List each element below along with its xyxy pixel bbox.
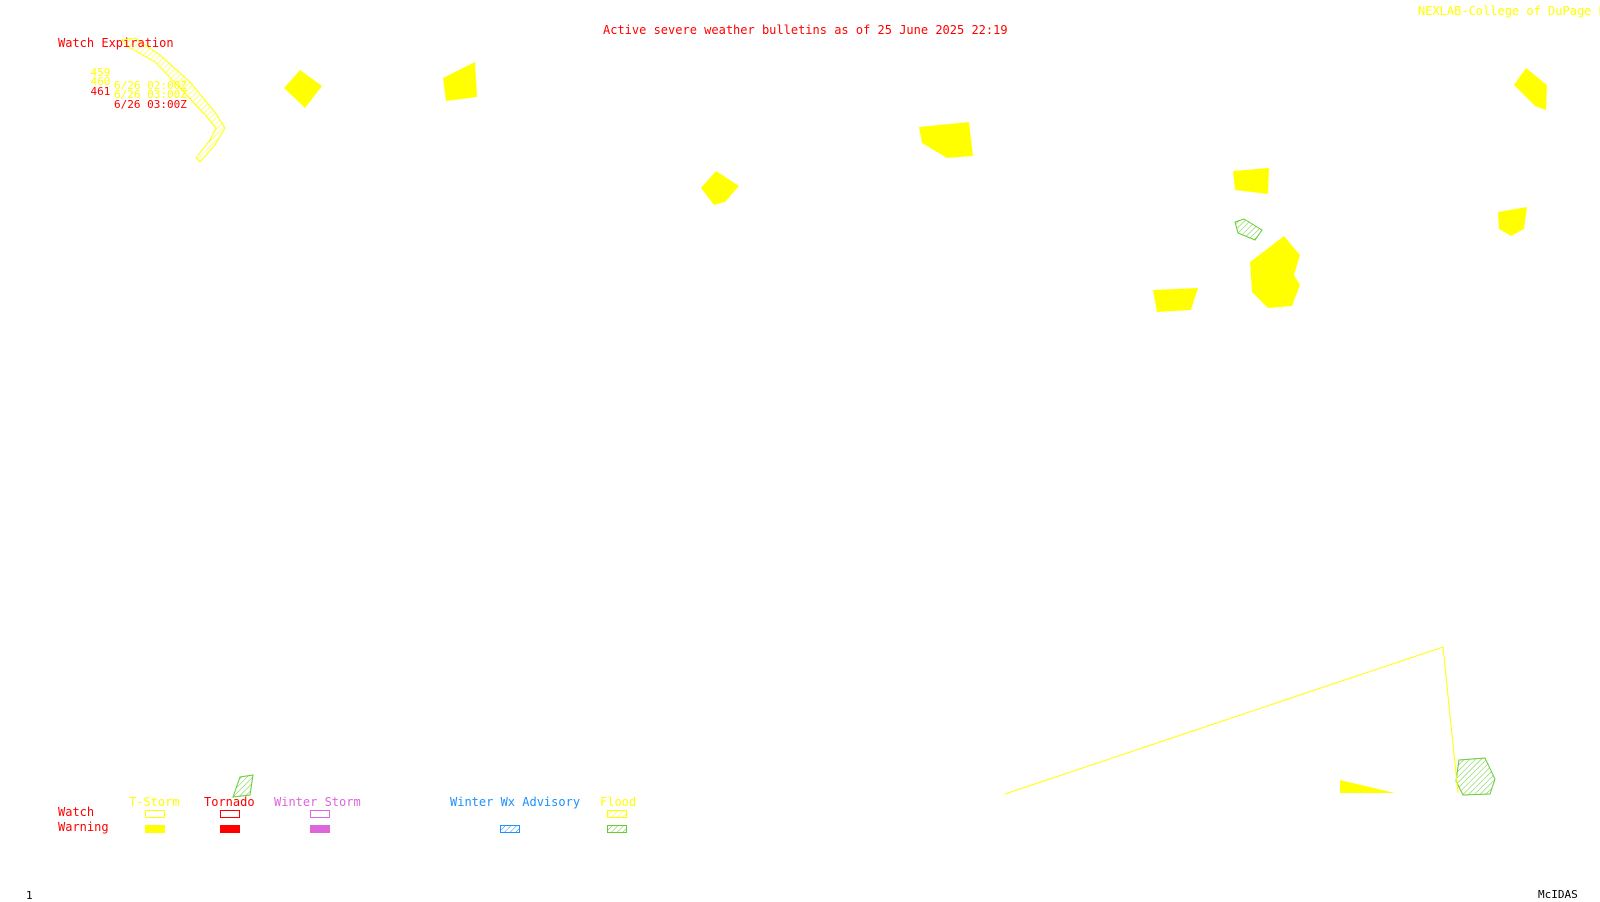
tstorm-warning-polygon — [443, 62, 477, 101]
watch-row: 461 6/26 03:00Z — [64, 72, 187, 124]
tstorm-warning-polygon — [701, 171, 739, 205]
watch-row: 459 6/26 02:00Z — [64, 53, 187, 105]
tstorm-watch-outline — [1004, 646, 1459, 795]
watch-id: 460 — [90, 75, 111, 88]
watch-id: 461 — [90, 85, 111, 98]
tstorm-warning-polygon — [1498, 207, 1527, 236]
bulletin-title: Active severe weather bulletins as of 25… — [603, 23, 1008, 37]
watch-time: 6/26 02:00Z — [114, 79, 187, 92]
legend-swatch-tornado-warning — [220, 825, 240, 833]
tstorm-warning-polygon — [284, 70, 322, 108]
tstorm-warning-polygon — [919, 122, 973, 158]
legend-row-label-watch: Watch — [58, 805, 95, 819]
legend-label-tornado: Tornado — [204, 795, 255, 809]
legend-label-winter-wx-advisory: Winter Wx Advisory — [450, 795, 581, 809]
legend-swatch-tornado-watch — [220, 810, 240, 818]
watch-id: 459 — [90, 66, 111, 79]
legend-label-winter-storm: Winter Storm — [274, 795, 361, 809]
credit-label: NEXLAB-College of DuPage R — [1418, 4, 1600, 18]
tstorm-warning-polygon — [1233, 168, 1269, 194]
legend-swatch-winter-storm-watch — [310, 810, 330, 818]
flood-warning-polygon — [1455, 757, 1496, 796]
watch-time: 6/26 03:00Z — [114, 98, 187, 111]
tstorm-warning-polygon — [1153, 288, 1198, 312]
flood-warning-polygon — [232, 774, 254, 798]
tstorm-warning-polygon — [1340, 780, 1395, 793]
tstorm-warning-polygon — [1514, 68, 1547, 110]
legend-swatch-flood-warning — [607, 825, 627, 833]
watch-expiration-heading: Watch Expiration — [58, 36, 174, 50]
legend-label-flood: Flood — [600, 795, 637, 809]
frame-number: 1 — [26, 889, 33, 902]
legend-row-label-warning: Warning — [58, 820, 109, 834]
watch-row: 460 6/26 03:00Z — [64, 62, 187, 114]
tstorm-warning-polygon — [1250, 236, 1300, 308]
legend-swatch-winter-wx-advisory — [500, 825, 520, 833]
legend-swatch-winter-storm-warning — [310, 825, 330, 833]
flood-warning-polygon — [1234, 218, 1263, 241]
legend-swatch-tstorm-warning — [145, 825, 165, 833]
flood-watch-area-northwest — [120, 37, 226, 163]
watch-time: 6/26 03:00Z — [114, 88, 187, 101]
legend-label-tstorm: T-Storm — [129, 795, 180, 809]
legend-swatch-flood-watch — [607, 810, 627, 818]
software-label: McIDAS — [1538, 888, 1578, 901]
legend-swatch-tstorm-watch — [145, 810, 165, 818]
